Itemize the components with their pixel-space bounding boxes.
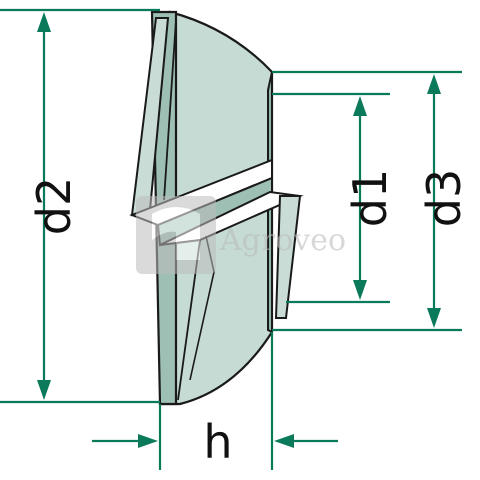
d2-arrow-bottom: [37, 380, 51, 400]
d2-label: d2: [27, 177, 81, 235]
watermark: Agroveo: [136, 196, 346, 274]
upper-split-line: [163, 19, 177, 201]
agroveo-logo-icon: [136, 196, 216, 274]
d1-arrow-bottom: [353, 280, 367, 300]
d3-arrow-top: [427, 74, 441, 94]
d2-arrow-top: [37, 12, 51, 32]
d1-label: d1: [343, 169, 397, 227]
dimension-lines: [0, 8, 462, 470]
lower-split-tongue: [274, 195, 302, 319]
h-arrow-left: [138, 434, 158, 448]
dimension-arrowheads: [37, 12, 441, 448]
h-arrow-right: [274, 434, 294, 448]
d3-label: d3: [417, 169, 471, 227]
watermark-text: Agroveo: [219, 223, 346, 258]
d3-arrow-bottom: [427, 308, 441, 328]
h-label: h: [203, 415, 232, 469]
d1-arrow-top: [353, 96, 367, 116]
